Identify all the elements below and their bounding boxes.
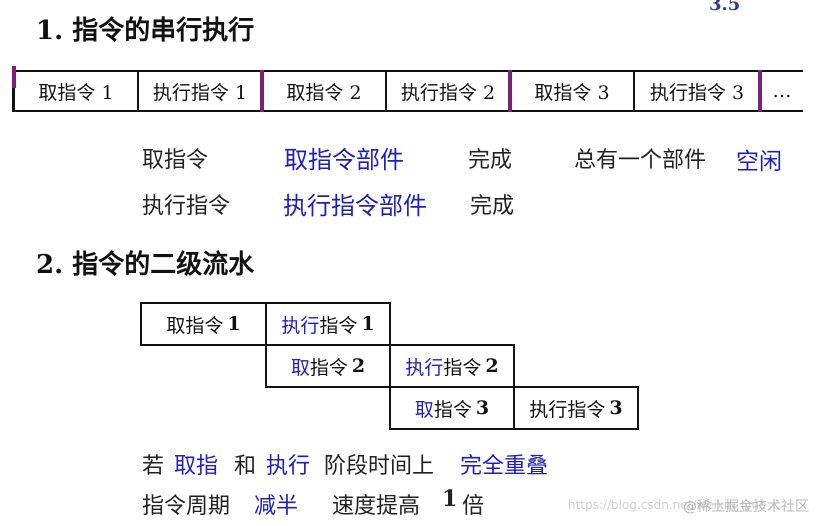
s2-line2-cycle: 指令周期	[142, 494, 231, 519]
s2-line1-exec: 执行	[266, 454, 311, 479]
corner-fragment: 3.5	[709, 0, 741, 15]
instruction-boundary-marker	[758, 70, 762, 112]
s2-line2-one: 1	[442, 486, 458, 512]
s1-line1-fetch-unit: 取指令部件	[284, 146, 404, 174]
s1-line2-done: 完成	[470, 194, 515, 219]
s1-line2-exec-unit: 执行指令部件	[283, 192, 427, 220]
serial-cell-exec-2: 执行指令 2	[385, 70, 511, 112]
instruction-boundary-marker	[508, 70, 512, 112]
instruction-boundary-marker	[260, 70, 264, 112]
serial-cell-exec-3: 执行指令 3	[633, 70, 761, 112]
s1-line1-always-one: 总有一个部件	[574, 148, 707, 173]
serial-cell-fetch-1: 取指令 1	[12, 70, 139, 112]
section1-heading: 1. 指令的串行执行	[36, 16, 255, 46]
s1-line1-done: 完成	[468, 148, 513, 173]
watermark-url: https://blog.csdn.net/weixin_lyne	[568, 498, 767, 512]
serial-cell-ellipsis: …	[759, 70, 803, 112]
instruction-boundary-marker	[12, 66, 16, 88]
serial-cell-exec-1: 执行指令 1	[137, 70, 263, 112]
serial-cell-fetch-2: 取指令 2	[261, 70, 387, 112]
s1-line1-fetch: 取指令	[142, 148, 209, 173]
s1-line1-idle: 空闲	[736, 149, 782, 175]
s2-line1-and: 和	[234, 454, 257, 479]
s2-line1-overlap: 完全重叠	[460, 454, 549, 479]
serial-cell-fetch-3: 取指令 3	[509, 70, 635, 112]
watermark-text: @稀土掘金技术社区	[683, 499, 809, 515]
s2-line2-speed: 速度提高	[332, 494, 421, 519]
s2-line1-if: 若	[142, 454, 165, 479]
s2-line1-phase: 阶段时间上	[324, 454, 435, 479]
s2-line2-halved: 减半	[254, 494, 299, 519]
section2-heading: 2. 指令的二级流水	[36, 250, 255, 280]
s2-line1-fetch: 取指	[174, 454, 219, 479]
s1-line2-exec: 执行指令	[142, 194, 231, 219]
s2-line2-times: 倍	[462, 494, 485, 519]
